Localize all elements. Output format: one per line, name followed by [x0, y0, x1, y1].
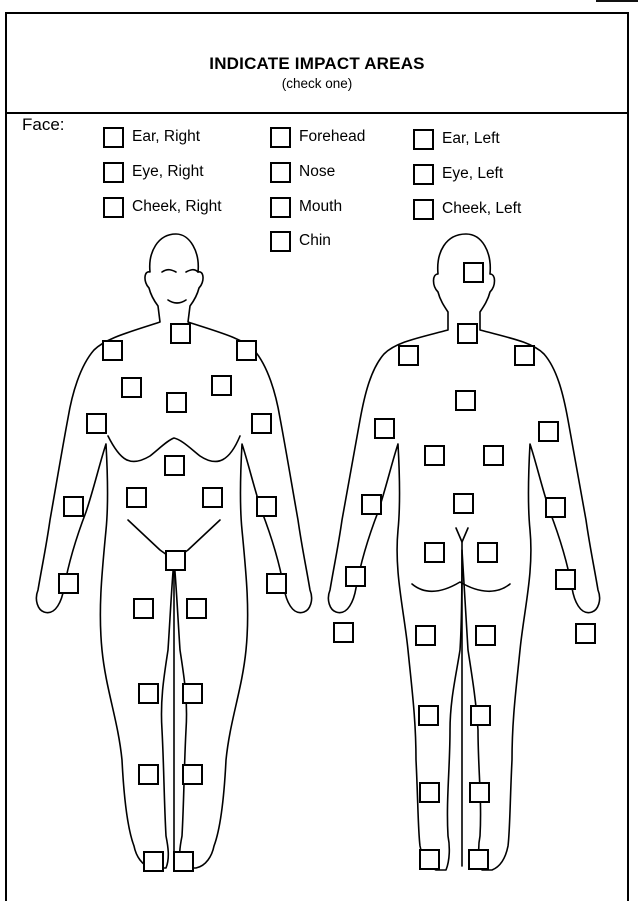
back-checkbox[interactable]: [483, 445, 504, 466]
back-checkbox[interactable]: [398, 345, 419, 366]
back-checkbox[interactable]: [470, 705, 491, 726]
front-checkbox[interactable]: [166, 392, 187, 413]
front-checkbox[interactable]: [138, 683, 159, 704]
back-checkbox[interactable]: [469, 782, 490, 803]
back-checkbox[interactable]: [333, 622, 354, 643]
front-checkbox[interactable]: [211, 375, 232, 396]
front-checkbox[interactable]: [173, 851, 194, 872]
front-checkbox[interactable]: [102, 340, 123, 361]
back-checkbox[interactable]: [457, 323, 478, 344]
back-checkbox[interactable]: [477, 542, 498, 563]
back-checkbox[interactable]: [468, 849, 489, 870]
front-checkbox[interactable]: [126, 487, 147, 508]
front-checkbox[interactable]: [133, 598, 154, 619]
back-checkbox[interactable]: [455, 390, 476, 411]
front-checkbox[interactable]: [182, 683, 203, 704]
front-checkbox[interactable]: [256, 496, 277, 517]
back-checkbox[interactable]: [374, 418, 395, 439]
back-checkbox[interactable]: [418, 705, 439, 726]
front-checkbox[interactable]: [236, 340, 257, 361]
front-checkbox[interactable]: [143, 851, 164, 872]
front-checkbox[interactable]: [138, 764, 159, 785]
back-checkbox[interactable]: [575, 623, 596, 644]
back-checkbox[interactable]: [555, 569, 576, 590]
front-checkbox[interactable]: [58, 573, 79, 594]
back-checkbox[interactable]: [545, 497, 566, 518]
front-checkbox[interactable]: [186, 598, 207, 619]
front-checkbox[interactable]: [63, 496, 84, 517]
front-checkbox[interactable]: [202, 487, 223, 508]
back-checkbox[interactable]: [424, 445, 445, 466]
back-checkbox[interactable]: [424, 542, 445, 563]
back-checkbox[interactable]: [415, 625, 436, 646]
back-checkbox[interactable]: [475, 625, 496, 646]
back-checkbox[interactable]: [361, 494, 382, 515]
front-checkbox[interactable]: [165, 550, 186, 571]
back-checkbox[interactable]: [345, 566, 366, 587]
front-checkbox[interactable]: [121, 377, 142, 398]
back-checkbox[interactable]: [453, 493, 474, 514]
back-checkbox[interactable]: [538, 421, 559, 442]
front-checkbox[interactable]: [266, 573, 287, 594]
back-checkbox[interactable]: [419, 849, 440, 870]
front-checkbox[interactable]: [170, 323, 191, 344]
front-checkbox[interactable]: [164, 455, 185, 476]
front-checkbox[interactable]: [86, 413, 107, 434]
front-checkbox[interactable]: [182, 764, 203, 785]
back-checkbox[interactable]: [514, 345, 535, 366]
front-checkbox[interactable]: [251, 413, 272, 434]
back-checkbox[interactable]: [419, 782, 440, 803]
back-checkbox[interactable]: [463, 262, 484, 283]
